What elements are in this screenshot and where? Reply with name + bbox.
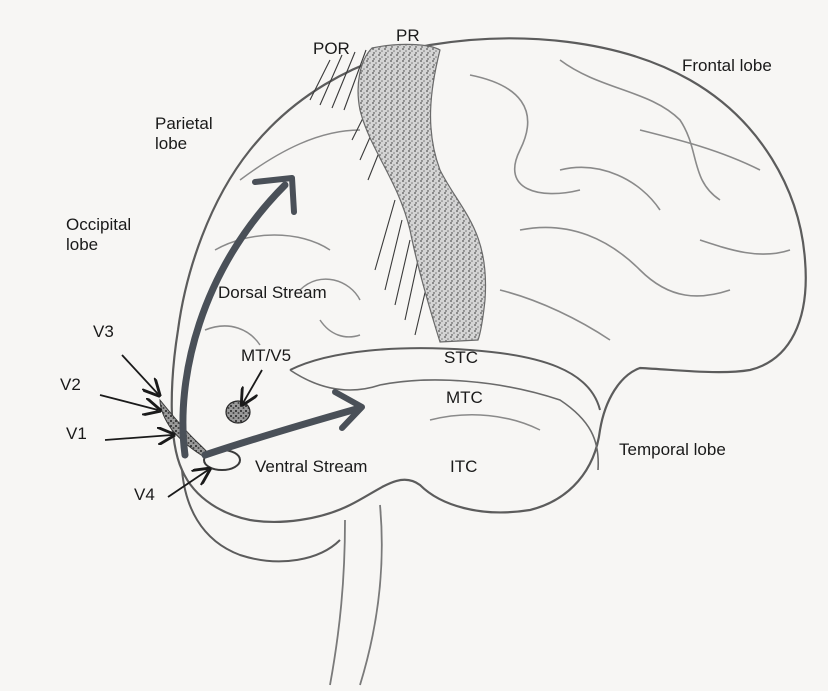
label-parietal-lobe: Parietal lobe [155,114,213,154]
label-ventral-stream: Ventral Stream [255,457,367,477]
label-occipital-lobe-line2: lobe [66,235,131,255]
label-itc: ITC [450,457,477,477]
label-frontal-lobe: Frontal lobe [682,56,772,76]
label-mtc: MTC [446,388,483,408]
label-v4: V4 [134,485,155,505]
label-parietal-lobe-line1: Parietal [155,114,213,134]
label-parietal-lobe-line2: lobe [155,134,213,154]
label-por: POR [313,39,350,59]
label-stc: STC [444,348,478,368]
mt-v5-region [226,401,250,423]
label-v2: V2 [60,375,81,395]
label-occipital-lobe-line1: Occipital [66,215,131,235]
label-v1: V1 [66,424,87,444]
label-dorsal-stream: Dorsal Stream [218,283,327,303]
label-temporal-lobe: Temporal lobe [619,440,726,460]
label-occipital-lobe: Occipital lobe [66,215,131,255]
label-mt-v5: MT/V5 [241,346,291,366]
label-pr: PR [396,26,420,46]
label-v3: V3 [93,322,114,342]
